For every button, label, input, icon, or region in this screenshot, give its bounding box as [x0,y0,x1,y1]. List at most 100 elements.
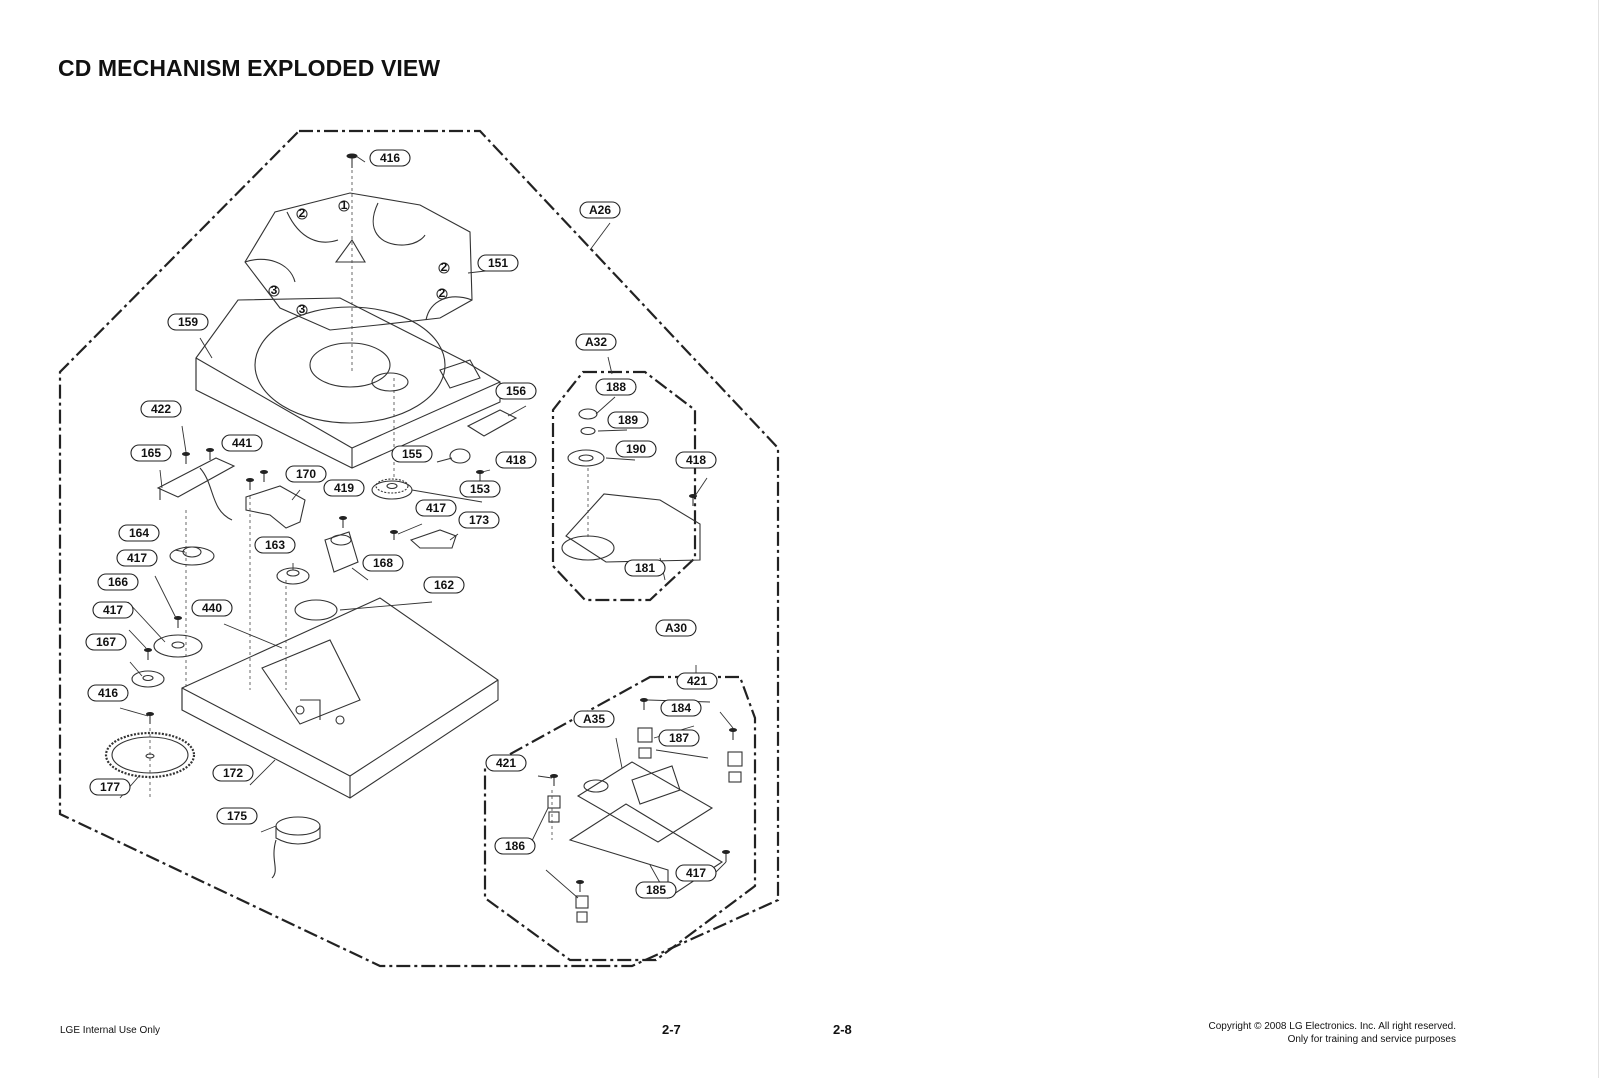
callout-label: 164 [129,526,149,540]
carousel-position-number: 1 [341,198,348,212]
gear-166 [153,634,203,658]
screw-441-b [260,470,268,482]
screw-417-c [576,880,584,892]
page-number-left: 2-7 [662,1022,681,1037]
callout-label: 416 [380,151,400,165]
callout-a32: A32 [575,333,617,351]
callout-bubble [635,881,677,899]
callout-a26: A26 [579,201,621,219]
callout-label: 173 [469,513,489,527]
callout-417: 417 [116,549,158,567]
callout-label: 166 [108,575,128,589]
callout-label: A26 [589,203,611,217]
footer-internal-use: LGE Internal Use Only [60,1025,161,1036]
callout-bubble [658,729,700,747]
motor-175 [271,816,321,879]
carousel-position-number: 3 [271,283,278,297]
switch-board [156,457,236,521]
callout-label: 417 [103,603,123,617]
callout-bubble [254,536,296,554]
callout-label: 418 [686,453,706,467]
belt-162 [294,599,338,621]
pulley-164 [169,546,215,566]
callout-label: 168 [373,556,393,570]
screw-416-b [146,712,154,724]
callout-bubble [369,149,411,167]
carousel-position-number: 2 [299,206,306,220]
screw-422-a [182,452,190,464]
training-note: Only for training and service purposes [1287,1034,1456,1045]
callout-bubble [216,807,258,825]
callout-bubble [130,444,172,462]
pulley-163 [276,567,310,585]
callout-bubble [495,382,537,400]
callout-167: 167 [85,633,127,651]
callout-166: 166 [97,573,139,591]
callout-440: 440 [191,599,233,617]
callout-label: 419 [334,481,354,495]
callout-label: 165 [141,446,161,460]
lever-173 [409,529,457,549]
callout-label: 155 [402,447,422,461]
callout-label: 181 [635,561,655,575]
callout-a30: A30 [655,619,697,637]
screw-422-b [206,448,214,460]
a32-parts [561,408,701,563]
callout-185: 185 [635,881,677,899]
callout-label: 188 [606,380,626,394]
callout-label: 185 [646,883,666,897]
callout-bubble [362,554,404,572]
callout-label: 172 [223,766,243,780]
callout-label: 190 [626,442,646,456]
callout-bubble [221,434,263,452]
callout-label: 416 [98,686,118,700]
motor-168 [324,531,359,573]
callout-418: 418 [675,451,717,469]
callout-bubble [573,710,615,728]
screw-417-b [144,648,152,660]
callout-label: 417 [426,501,446,515]
callout-bubble [87,684,129,702]
callout-label: 163 [265,538,285,552]
callout-bubble [212,764,254,782]
carousel-tray [244,192,473,331]
callout-label: 187 [669,731,689,745]
callout-label: A30 [665,621,687,635]
callout-bubble [624,559,666,577]
screw-421-a [640,698,648,710]
callout-190: 190 [615,440,657,458]
callout-bubble [494,837,536,855]
boundary-a26 [58,129,780,968]
callout-label: 440 [202,601,222,615]
bracket-156 [466,409,518,437]
callout-bubble [655,619,697,637]
callout-label: 417 [686,866,706,880]
callout-label: 421 [496,756,516,770]
callout-165: 165 [130,444,172,462]
callout-label: 170 [296,467,316,481]
callout-bubble [391,445,433,463]
callout-bubble [660,699,702,717]
screw-419 [339,516,347,528]
callout-bubble [323,479,365,497]
gear-153 [371,478,413,500]
callout-label: 441 [232,436,252,450]
callout-163: 163 [254,536,296,554]
callout-187: 187 [658,729,700,747]
callout-bubble [579,201,621,219]
callout-164: 164 [118,524,160,542]
callout-bubble [459,480,501,498]
callout-417: 417 [92,601,134,619]
callout-bubble [118,524,160,542]
callout-label: 421 [687,674,707,688]
screw-418-b [689,494,697,506]
screw-417-a [174,616,182,628]
callout-419: 419 [323,479,365,497]
callout-bubble [675,864,717,882]
callout-bubble [607,411,649,429]
callout-bubble [477,254,519,272]
callout-421: 421 [485,754,527,772]
chassis-172 [181,597,499,799]
screw-417-d [722,850,730,862]
callout-170: 170 [285,465,327,483]
